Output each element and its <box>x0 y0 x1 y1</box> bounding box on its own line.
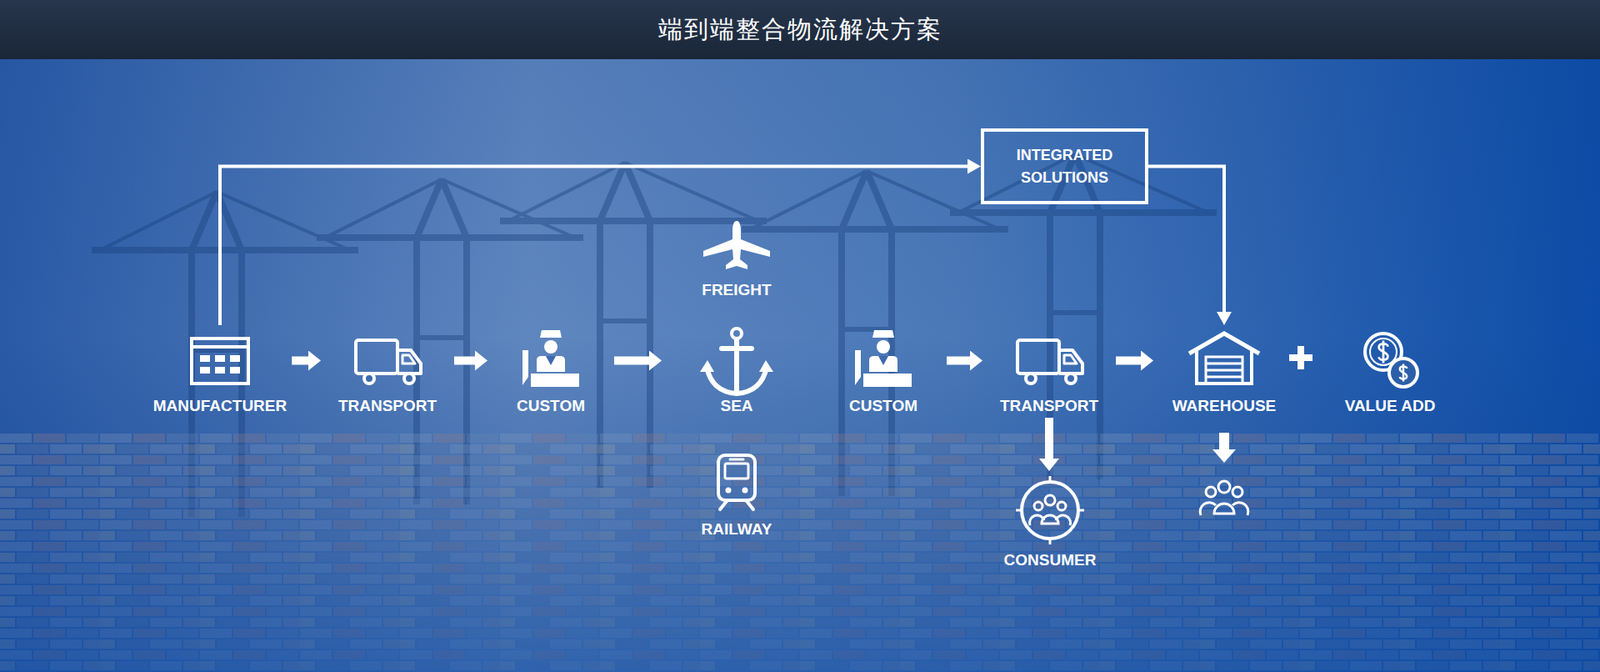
factory-icon <box>191 338 249 384</box>
process-step: VALUE ADD <box>1340 325 1441 418</box>
flow-arrow <box>614 356 650 365</box>
flow-arrow <box>291 356 309 365</box>
process-step: CUSTOM <box>820 325 947 418</box>
process-step: SEA <box>661 325 812 418</box>
flow-arrow <box>1045 417 1054 459</box>
process-step: TRANSPORT <box>320 325 455 418</box>
step-label: SEA <box>720 395 753 416</box>
step-label: MANUFACTURER <box>153 395 287 416</box>
integration-line <box>220 166 968 326</box>
customs-icon <box>855 330 912 387</box>
consumer-icon <box>1015 475 1085 545</box>
flow-arrow <box>946 356 970 365</box>
train-icon <box>718 455 755 510</box>
anchor-icon <box>700 328 774 394</box>
page-title: 端到端整合物流解决方案 <box>658 13 943 47</box>
solution-box: INTEGRATED SOLUTIONS <box>980 128 1149 205</box>
customs-icon <box>522 330 580 387</box>
plane-icon <box>703 220 770 270</box>
step-label: CUSTOM <box>516 395 585 416</box>
plus-symbol <box>1289 345 1313 370</box>
truck-icon <box>355 340 421 384</box>
warehouse-icon <box>1189 333 1260 384</box>
step-label: WAREHOUSE <box>1172 395 1277 416</box>
flow-arrow <box>454 356 475 365</box>
step-label: CUSTOM <box>849 395 918 416</box>
process-step: FREIGHT <box>695 208 779 302</box>
flow-arrow <box>1115 356 1141 365</box>
step-label: VALUE ADD <box>1345 395 1436 416</box>
process-step: CUSTOM <box>487 325 615 418</box>
people-icon <box>1200 480 1249 515</box>
integration-line <box>1148 166 1225 313</box>
step-label: FREIGHT <box>701 280 771 300</box>
process-step: CONSUMER <box>999 470 1102 572</box>
process-step: MANUFACTURER <box>148 325 292 418</box>
process-step: TRANSPORT <box>982 325 1116 418</box>
step-label: CONSUMER <box>1004 550 1097 570</box>
down-arrow-symbol <box>1212 432 1236 463</box>
step-label: TRANSPORT <box>1000 395 1099 416</box>
process-step: WAREHOUSE <box>1153 325 1295 418</box>
title-bar: 端到端整合物流解决方案 <box>0 0 1600 60</box>
box-label: INTEGRATED SOLUTIONS <box>1002 144 1128 190</box>
coins-icon <box>1365 333 1418 387</box>
step-label: RAILWAY <box>701 519 773 540</box>
process-step: RAILWAY <box>695 441 779 541</box>
truck-icon <box>1017 340 1083 384</box>
step-label: TRANSPORT <box>338 395 437 416</box>
